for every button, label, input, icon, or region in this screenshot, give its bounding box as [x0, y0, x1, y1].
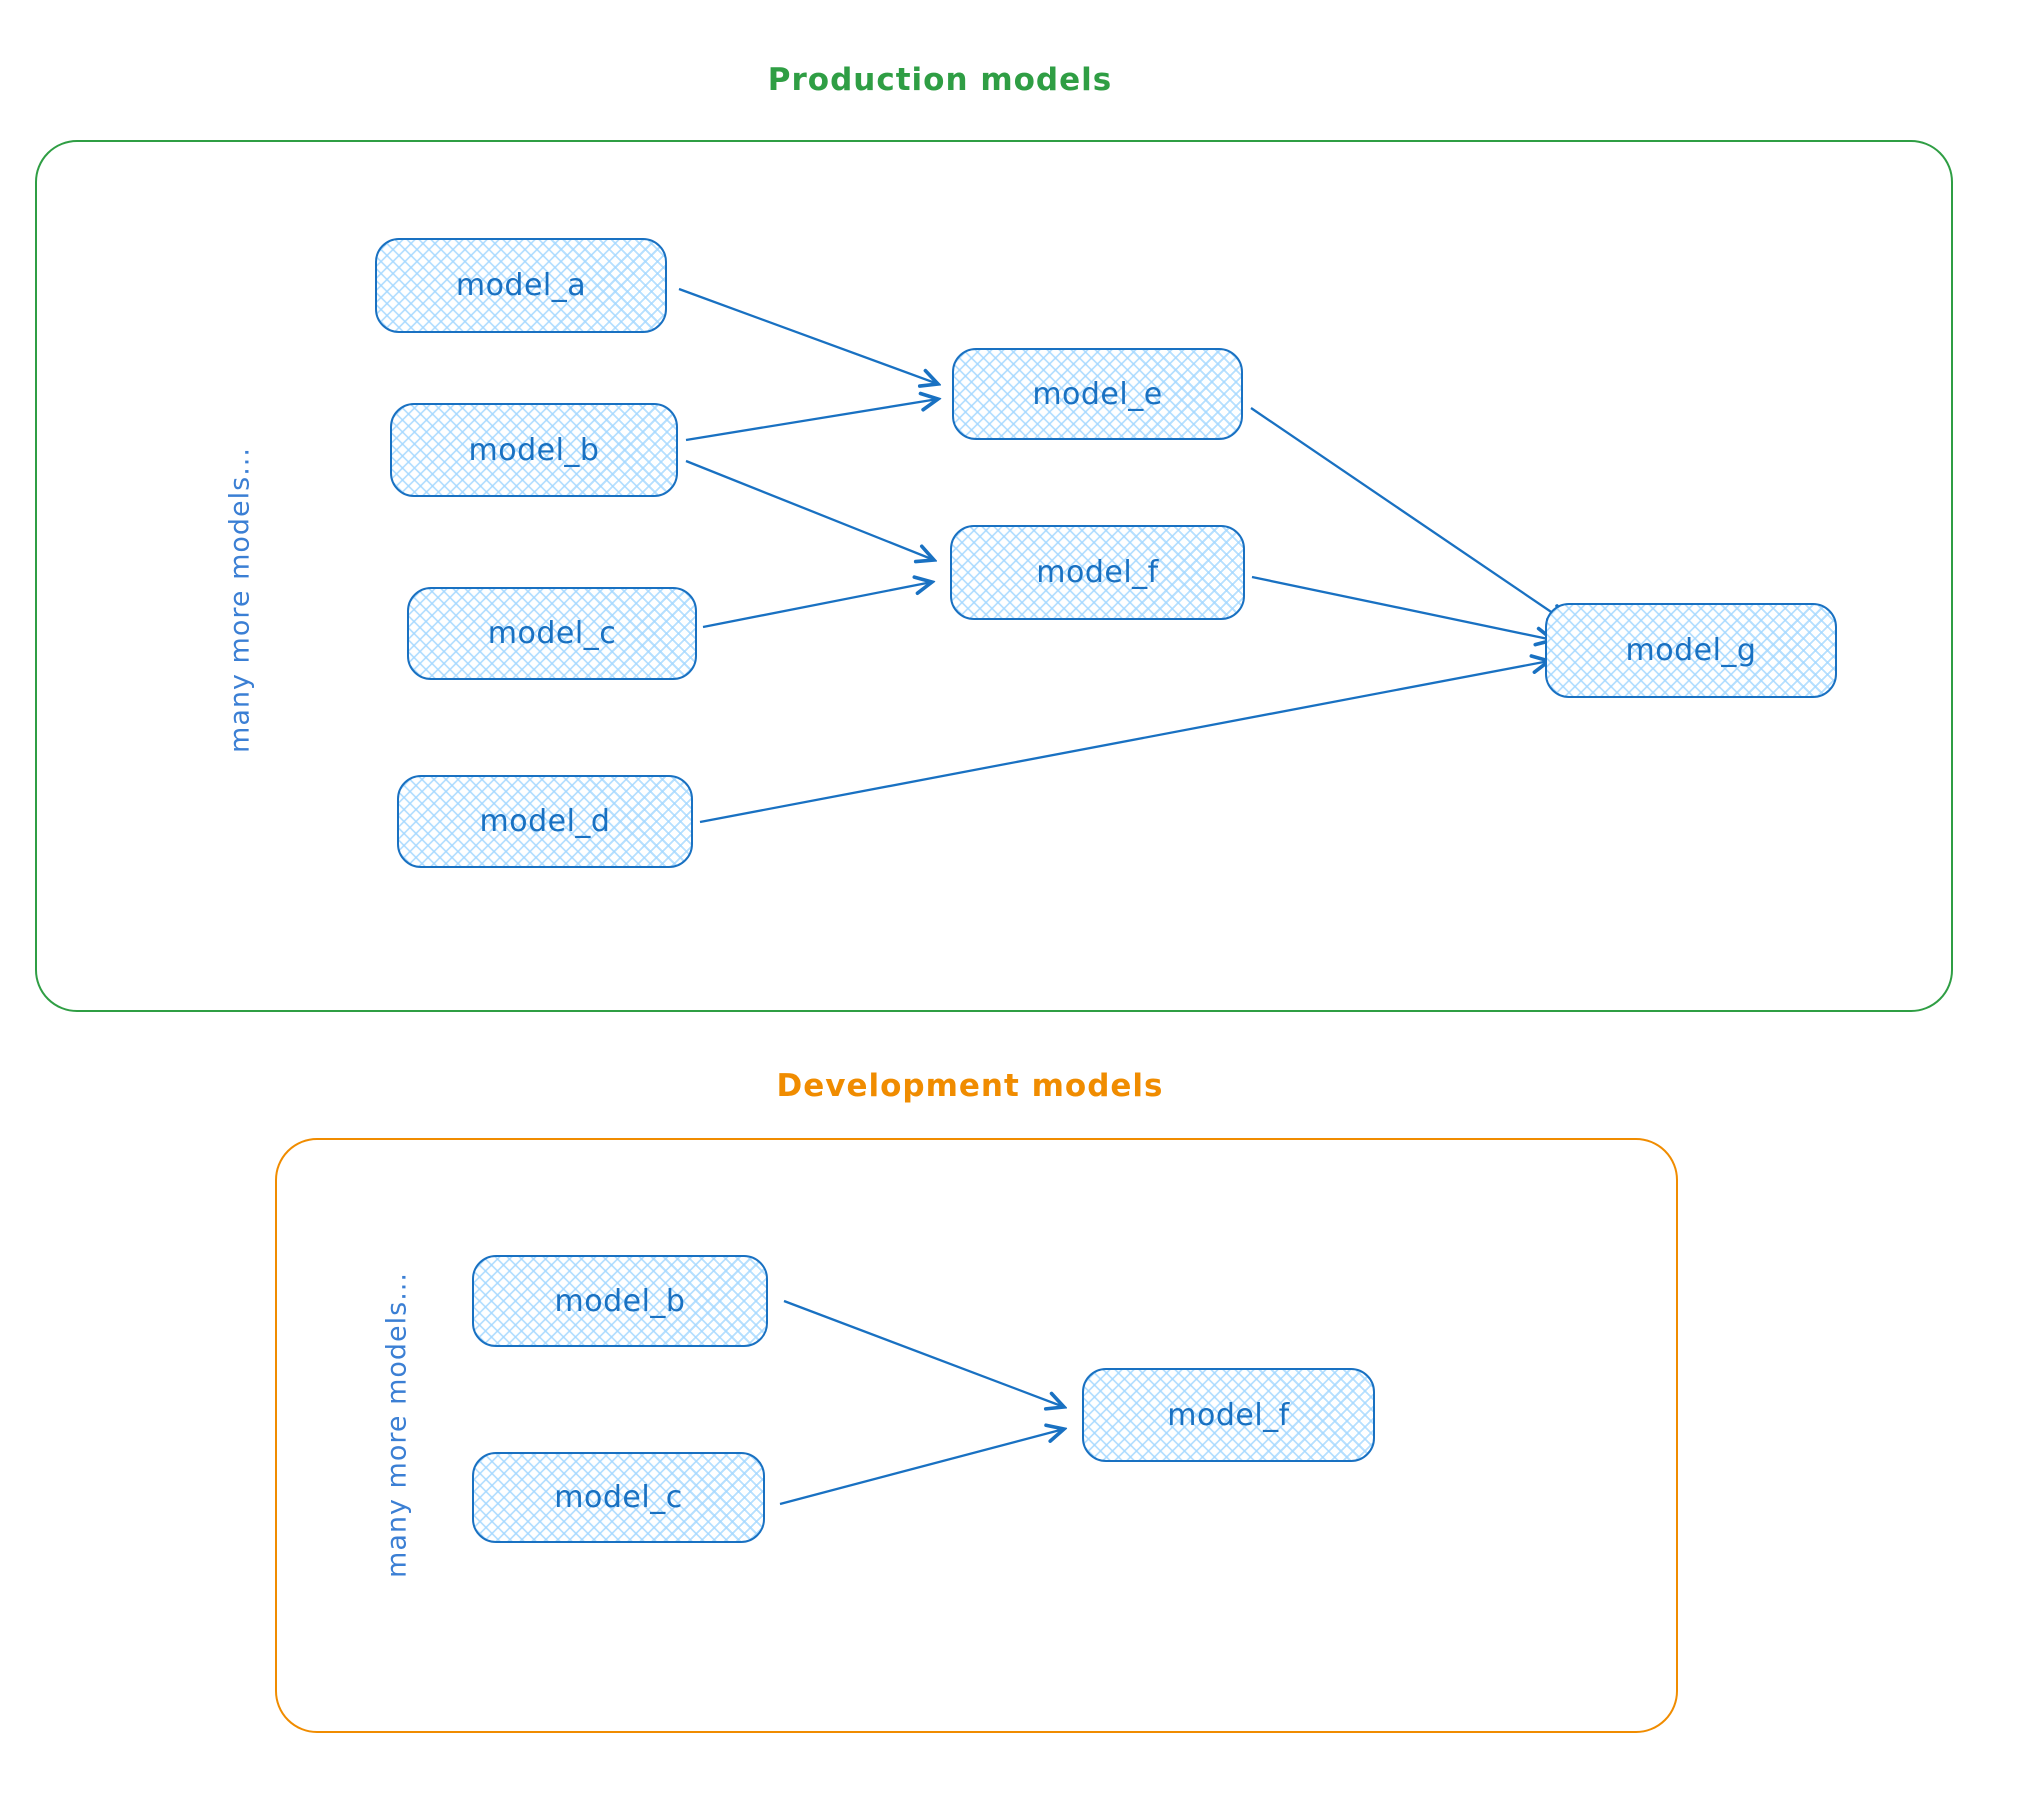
node-label: model_f: [1036, 555, 1159, 590]
development-section-title: Development models: [776, 1068, 1164, 1104]
node-label: model_d: [479, 804, 611, 839]
node-label: model_b: [468, 432, 600, 468]
node-production-model-c: model_c: [407, 587, 697, 680]
node-label: model_a: [455, 268, 587, 303]
development-container-box: [275, 1138, 1678, 1733]
node-development-model-c: model_c: [472, 1452, 765, 1543]
node-development-model-b: model_b: [472, 1255, 768, 1347]
node-production-model-b: model_b: [390, 403, 678, 497]
node-production-model-d: model_d: [397, 775, 693, 868]
node-production-model-e: model_e: [952, 348, 1243, 440]
node-label: model_c: [487, 616, 617, 651]
node-label: model_b: [554, 1283, 686, 1319]
node-label: model_c: [554, 1480, 683, 1515]
node-label: model_e: [1032, 376, 1163, 412]
node-production-model-g: model_g: [1545, 603, 1837, 698]
production-container-box: [35, 140, 1953, 1012]
node-development-model-f: model_f: [1082, 1368, 1375, 1462]
node-production-model-a: model_a: [375, 238, 667, 333]
node-production-model-f: model_f: [950, 525, 1245, 620]
node-label: model_g: [1625, 633, 1757, 668]
production-side-label: many more models...: [224, 447, 256, 753]
node-label: model_f: [1167, 1397, 1290, 1433]
development-side-label: many more models...: [381, 1272, 413, 1578]
production-section-title: Production models: [767, 62, 1113, 98]
